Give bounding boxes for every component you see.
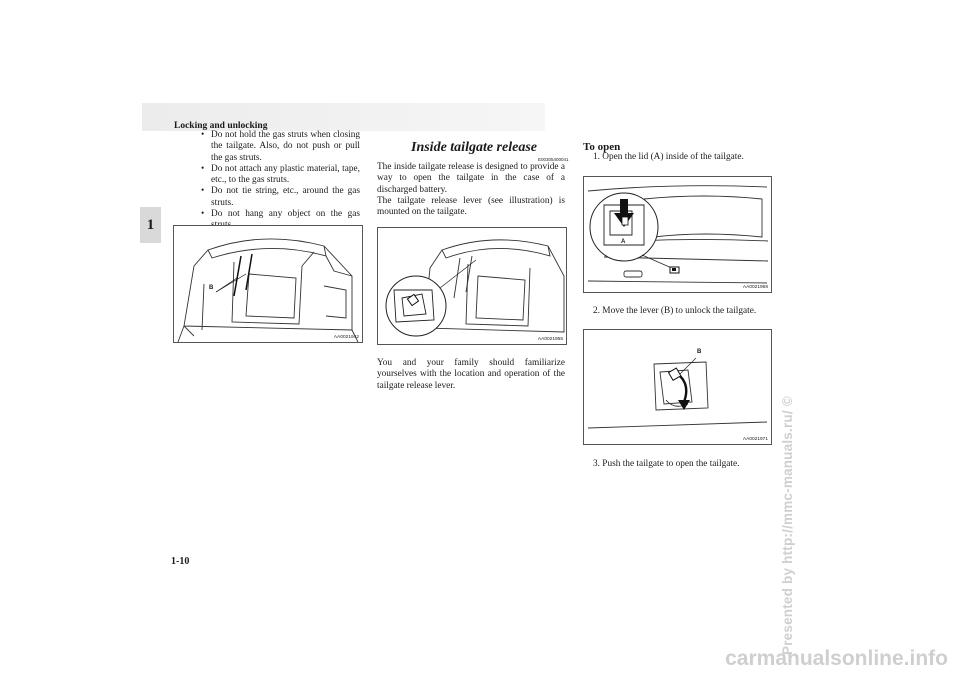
label-b: B bbox=[209, 285, 214, 291]
figure-code: AA0021955 bbox=[537, 337, 563, 342]
intro-text: The inside tailgate release is designed … bbox=[377, 162, 565, 218]
tailgate-release-illustration bbox=[385, 239, 565, 337]
label-b: B bbox=[697, 349, 702, 355]
vertical-credit: Presented by http://mmc-manuals.ru/ © bbox=[780, 396, 795, 655]
page-number: 1-10 bbox=[171, 556, 190, 567]
figure-code: AA0021942 bbox=[333, 335, 359, 340]
step-2: 2. Move the lever (B) to unlock the tail… bbox=[593, 306, 757, 316]
section-title: Locking and unlocking bbox=[174, 121, 268, 131]
step-3: 3. Push the tailgate to open the tailgat… bbox=[593, 459, 740, 469]
open-lid-figure: A AA0021968 bbox=[583, 176, 772, 293]
section-code: E00305400041 bbox=[538, 157, 569, 162]
label-a: A bbox=[621, 239, 626, 245]
intro-paragraph: The inside tailgate release is designed … bbox=[377, 162, 565, 195]
lever-b-illustration bbox=[587, 357, 768, 429]
tailgate-release-figure: AA0021955 bbox=[377, 227, 567, 345]
gas-struts-figure: B AA0021942 bbox=[173, 225, 363, 343]
step-1: 1. Open the lid (A) inside of the tailga… bbox=[593, 152, 744, 162]
lever-location-paragraph: The tailgate release lever (see illustra… bbox=[377, 195, 565, 218]
bullet-item: Do not hold the gas struts when closing … bbox=[201, 130, 360, 164]
watermark: carmanualsonline.info bbox=[725, 647, 948, 670]
chapter-tab: 1 bbox=[140, 207, 161, 243]
closing-paragraph: You and your family should familiarize y… bbox=[377, 358, 565, 391]
bullet-item: Do not tie string, etc., around the gas … bbox=[201, 186, 360, 209]
lid-a-illustration bbox=[587, 185, 769, 284]
header-band bbox=[142, 103, 545, 131]
figure-code: AA0021968 bbox=[742, 285, 768, 290]
inside-tailgate-release-title: Inside tailgate release bbox=[411, 140, 537, 155]
bullet-item: Do not attach any plastic material, tape… bbox=[201, 164, 360, 187]
closing-text: You and your family should familiarize y… bbox=[377, 358, 565, 392]
gas-strut-warnings: Do not hold the gas struts when closing … bbox=[201, 130, 360, 232]
to-open-title: To open bbox=[583, 141, 621, 153]
figure-code: AA0021971 bbox=[742, 437, 768, 442]
unlock-lever-figure: B AA0021971 bbox=[583, 329, 772, 445]
open-tailgate-illustration bbox=[177, 238, 359, 342]
